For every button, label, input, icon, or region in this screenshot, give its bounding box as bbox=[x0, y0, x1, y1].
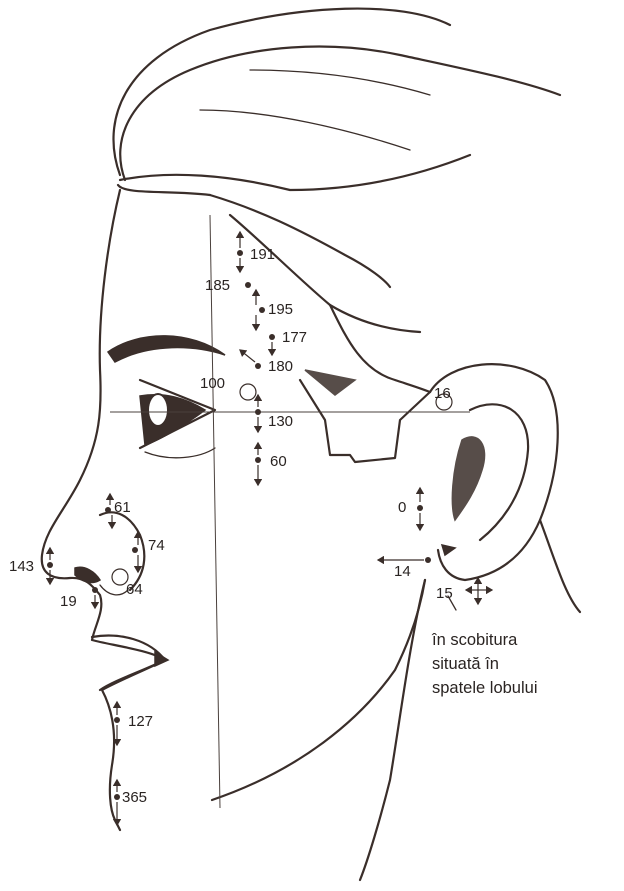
point-marker bbox=[417, 505, 423, 511]
point-marker bbox=[255, 457, 261, 463]
temple-outline bbox=[298, 378, 432, 464]
point-marker bbox=[92, 587, 98, 593]
label-0: 0 bbox=[398, 499, 406, 516]
ear bbox=[428, 363, 582, 614]
note-pointer-line bbox=[447, 595, 457, 611]
point-marker bbox=[255, 363, 261, 369]
label-365: 365 bbox=[122, 789, 147, 806]
spiral-marker bbox=[239, 383, 257, 401]
label-195: 195 bbox=[268, 301, 293, 318]
neck bbox=[358, 578, 427, 882]
label-130: 130 bbox=[268, 413, 293, 430]
label-60: 60 bbox=[270, 453, 287, 470]
eye bbox=[138, 378, 217, 459]
hair bbox=[112, 7, 562, 334]
label-16: 16 bbox=[434, 385, 451, 402]
acupoint-labels: 191 185 195 177 180 100 130 60 16 0 14 1… bbox=[9, 246, 453, 806]
point-marker bbox=[255, 409, 261, 415]
direction-arrows bbox=[45, 230, 494, 827]
note-line: în scobitura bbox=[432, 631, 518, 649]
label-127: 127 bbox=[128, 713, 153, 730]
label-143: 143 bbox=[9, 558, 34, 575]
vertical-guide-line bbox=[209, 214, 221, 809]
label-64: 64 bbox=[126, 581, 143, 598]
point-marker bbox=[259, 307, 265, 313]
label-19: 19 bbox=[60, 593, 77, 610]
note-line: situată în bbox=[432, 655, 499, 673]
eyebrow bbox=[106, 335, 226, 363]
label-185: 185 bbox=[205, 277, 230, 294]
label-61: 61 bbox=[114, 499, 131, 516]
label-191: 191 bbox=[250, 246, 275, 263]
guide-lines bbox=[110, 214, 470, 809]
point-marker bbox=[237, 250, 243, 256]
mouth bbox=[90, 634, 170, 692]
label-14: 14 bbox=[394, 563, 411, 580]
note-line: spatele lobului bbox=[432, 679, 538, 697]
label-177: 177 bbox=[282, 329, 307, 346]
label-74: 74 bbox=[148, 537, 165, 554]
point-marker bbox=[245, 282, 251, 288]
label-100: 100 bbox=[200, 375, 225, 392]
spiral-marker bbox=[111, 568, 129, 586]
face-profile bbox=[40, 183, 432, 832]
point-marker bbox=[114, 794, 120, 800]
point-marker bbox=[269, 334, 275, 340]
point-marker bbox=[105, 507, 111, 513]
acupoint-markers bbox=[47, 250, 453, 800]
spiral-marker bbox=[435, 393, 453, 411]
point-marker bbox=[47, 562, 53, 568]
point-marker bbox=[114, 717, 120, 723]
point-marker bbox=[132, 547, 138, 553]
label-180: 180 bbox=[268, 358, 293, 375]
point-marker bbox=[425, 557, 431, 563]
note-text-block: în scobitura situată în spatele lobului bbox=[432, 628, 612, 700]
